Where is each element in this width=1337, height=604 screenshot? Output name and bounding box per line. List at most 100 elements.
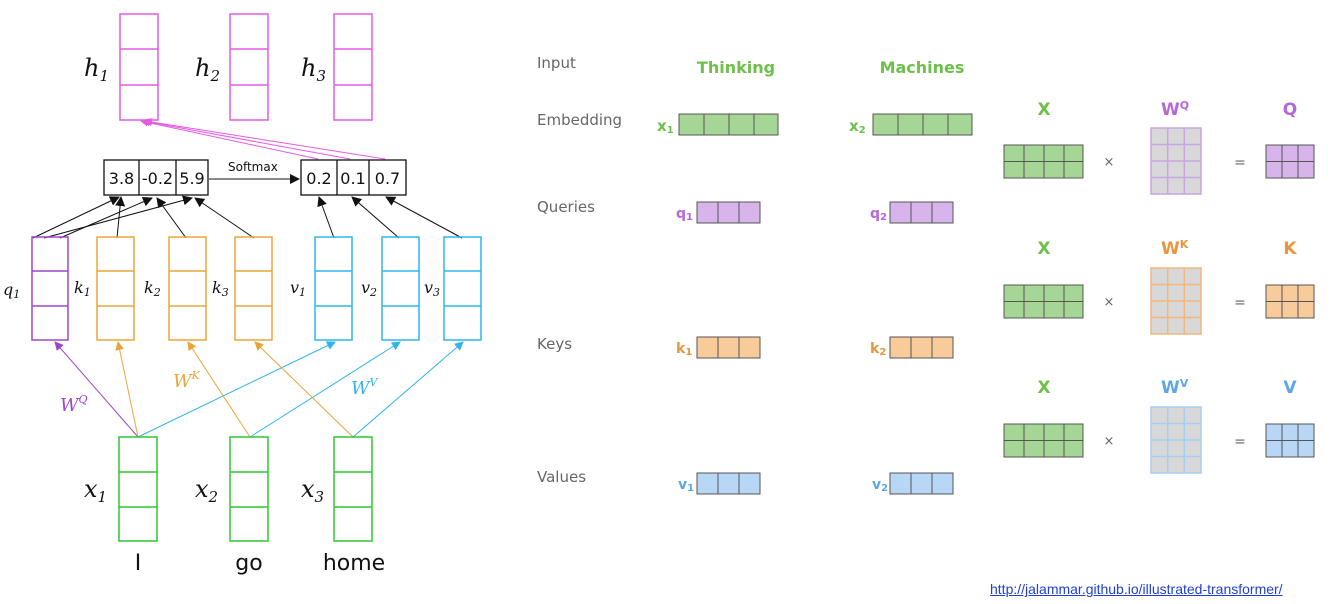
matrix-k <box>1265 284 1315 319</box>
equals-sign: = <box>1234 295 1246 311</box>
embedding-label-x2: x2 <box>849 117 866 136</box>
token-labels: Thinking Machines <box>697 58 965 77</box>
output-vector-h3 <box>333 13 373 121</box>
value-row: v1 v2 <box>678 472 954 495</box>
weight-matrix-labels: WQ WK WV <box>60 369 379 416</box>
key-vector-k1 <box>696 336 761 359</box>
attention-weight-box: 0.2 0.1 0.7 <box>300 159 407 196</box>
key-vector-k2 <box>168 236 207 341</box>
token-machines: Machines <box>880 58 965 77</box>
key-vector-k2 <box>889 336 954 359</box>
matrix-label-x: X <box>1037 378 1050 398</box>
key-label-k1: k1 <box>676 341 692 358</box>
key-vector-k3 <box>234 236 273 341</box>
equation-value: X × WV = V <box>1003 377 1315 474</box>
input-label-x1: x1 <box>84 475 107 506</box>
value-label-v1: v1 <box>678 477 694 494</box>
vector-label-v1: v1 <box>290 278 306 299</box>
projection-arrows <box>54 341 464 438</box>
times-sign: × <box>1104 434 1115 449</box>
key-label-k2: k2 <box>870 341 886 358</box>
matrix-label-x: X <box>1037 239 1050 259</box>
attention-weight-value: 0.1 <box>340 169 365 188</box>
vector-label-k1: k1 <box>74 278 91 299</box>
matrix-v <box>1265 423 1315 458</box>
matrix-label-x: X <box>1037 100 1050 120</box>
query-vector-q2 <box>889 201 954 224</box>
output-vector-h2 <box>229 13 269 121</box>
qkv-labels: q1 k1 k2 k3 v1 v2 v3 <box>3 278 440 301</box>
source-link[interactable]: http://jalammar.github.io/illustrated-tr… <box>990 581 1283 597</box>
input-labels: x1 x2 x3 <box>84 475 324 506</box>
weighted-sum-arrows <box>140 118 386 160</box>
attention-weight-value: 0.2 <box>306 169 331 188</box>
query-vector-q1 <box>696 201 761 224</box>
vector-label-q1: q1 <box>3 280 20 301</box>
input-label-x3: x3 <box>301 475 324 506</box>
right-matrix-equations: X × WQ = Q X <box>1003 99 1315 474</box>
vector-label-k3: k3 <box>212 278 229 299</box>
value-vector-v1 <box>696 472 761 495</box>
key-row: k1 k2 <box>676 336 954 359</box>
row-label-values: Values <box>537 468 586 486</box>
matrix-label-v: V <box>1283 378 1297 398</box>
value-label-v2: v2 <box>872 477 888 494</box>
softmax-label: Softmax <box>228 160 278 174</box>
matrix-label-wk: WK <box>1161 238 1189 259</box>
embedding-vector-x2 <box>872 113 973 136</box>
input-word: I <box>135 551 142 576</box>
value-vector-v3 <box>443 236 482 341</box>
matrix-x <box>1003 284 1084 319</box>
score-value: 3.8 <box>109 169 134 188</box>
query-label-q1: q1 <box>676 206 693 223</box>
output-label-h3: h3 <box>301 54 326 85</box>
output-label-h2: h2 <box>195 54 220 85</box>
input-word: go <box>235 551 262 576</box>
matrix-label-wv: WV <box>1161 377 1189 398</box>
embedding-label-x1: x1 <box>657 117 674 136</box>
matrix-q <box>1265 144 1315 179</box>
weight-label-wv: WV <box>351 376 379 399</box>
weight-label-wq: WQ <box>60 393 88 416</box>
query-vector-q1 <box>31 236 69 341</box>
embedding-row: x1 x2 <box>657 113 973 136</box>
value-vector-v2 <box>889 472 954 495</box>
matrix-x <box>1003 423 1084 458</box>
score-value: 5.9 <box>179 169 204 188</box>
token-thinking: Thinking <box>697 58 775 77</box>
middle-qkv-table: Input Embedding Queries Keys Values Thin… <box>537 54 973 495</box>
times-sign: × <box>1104 295 1115 310</box>
row-label-embedding: Embedding <box>537 111 622 129</box>
output-vector-h1 <box>119 13 159 121</box>
score-box: 3.8 -0.2 5.9 <box>103 159 209 196</box>
row-label-input: Input <box>537 54 576 72</box>
row-label-queries: Queries <box>537 198 595 216</box>
input-vector-x1 <box>118 436 158 542</box>
qkv-vectors <box>31 236 482 341</box>
equation-query: X × WQ = Q <box>1003 99 1315 195</box>
matrix-wq <box>1150 127 1202 195</box>
embedding-vector-x1 <box>678 113 779 136</box>
left-attention-diagram: h1 h2 h3 3.8 -0.2 5.9 Softmax <box>3 13 482 576</box>
query-label-q2: q2 <box>870 206 887 223</box>
matrix-label-q: Q <box>1283 100 1297 120</box>
output-label-h1: h1 <box>84 54 109 85</box>
matrix-label-wq: WQ <box>1161 99 1189 120</box>
row-labels: Input Embedding Queries Keys Values <box>537 54 622 486</box>
output-labels: h1 h2 h3 <box>84 54 326 85</box>
equals-sign: = <box>1234 155 1246 171</box>
input-label-x2: x2 <box>195 475 218 506</box>
score-arrows <box>32 195 463 239</box>
equals-sign: = <box>1234 434 1246 450</box>
output-vectors <box>119 13 373 121</box>
attention-weight-value: 0.7 <box>375 169 400 188</box>
score-value: -0.2 <box>142 169 173 188</box>
key-vector-k1 <box>96 236 135 341</box>
query-row: q1 q2 <box>676 201 954 224</box>
vector-label-k2: k2 <box>144 278 161 299</box>
input-vectors <box>118 436 373 542</box>
input-vector-x2 <box>229 436 269 542</box>
value-vector-v1 <box>314 236 353 341</box>
matrix-label-k: K <box>1283 239 1297 259</box>
